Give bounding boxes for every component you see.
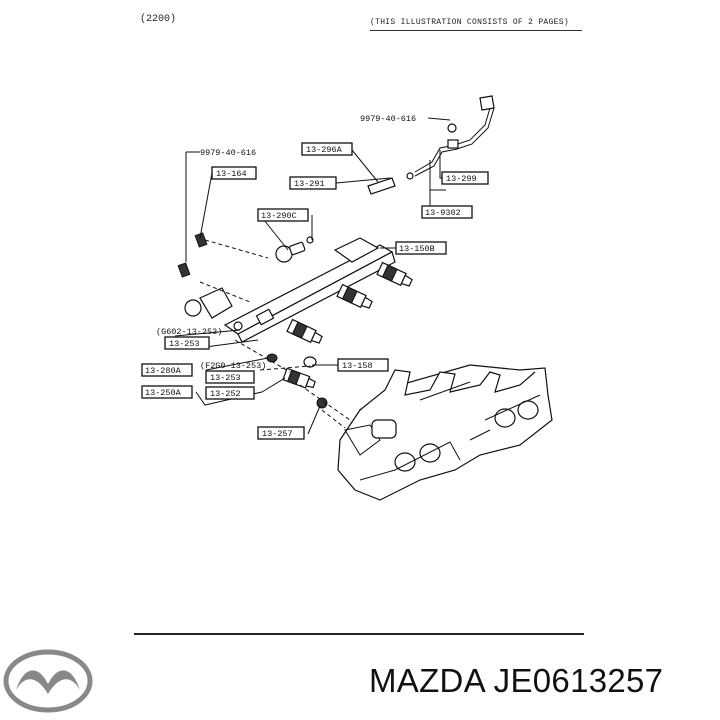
intake-manifold: [337, 364, 553, 501]
fuel-rail-diagram: 9979-40-616 9979-40-616 13-296A 13-164 1…: [141, 95, 553, 501]
callout-9979-40-616-top: 9979-40-616: [360, 114, 416, 124]
callout-9979-40-616-left: 9979-40-616: [200, 148, 256, 158]
callout-13-280A: 13-280A: [145, 366, 182, 376]
part-number-title: MAZDA JE0613257: [369, 662, 664, 699]
callout-13-9302: 13-9302: [425, 208, 461, 218]
callout-13-164: 13-164: [216, 169, 247, 179]
callout-13-299: 13-299: [446, 174, 477, 184]
fuel-rail: [223, 237, 396, 343]
callout-G602-13-253: (G602-13-253): [156, 327, 222, 337]
loose-injector: [266, 353, 328, 409]
callout-F2G0-13-253: (F2G0-13-253): [200, 361, 266, 371]
callout-13-252: 13-252: [210, 389, 241, 399]
callout-13-150B: 13-150B: [399, 244, 435, 254]
fuel-hose: [367, 95, 495, 195]
mazda-logo-icon: [3, 649, 93, 713]
pressure-regulator: [177, 232, 243, 331]
callout-13-253-upper: 13-253: [169, 339, 200, 349]
callout-13-257: 13-257: [262, 429, 293, 439]
callout-labels: 9979-40-616 9979-40-616 13-296A 13-164 1…: [141, 114, 489, 440]
callout-13-290C: 13-290C: [261, 211, 297, 221]
callout-13-250A: 13-250A: [145, 388, 182, 398]
header-rule: [370, 30, 582, 31]
diagram-code: (2200): [140, 14, 177, 25]
illustration-note: (THIS ILLUSTRATION CONSISTS OF 2 PAGES): [370, 18, 569, 27]
fuel-injector-group: [286, 261, 413, 344]
callout-13-291: 13-291: [294, 179, 325, 189]
callout-13-158: 13-158: [342, 361, 373, 371]
callout-13-253-lower: 13-253: [210, 373, 241, 383]
callout-13-296A: 13-296A: [306, 145, 343, 155]
pulsation-damper: [275, 236, 314, 263]
bottom-rule: [134, 633, 584, 635]
